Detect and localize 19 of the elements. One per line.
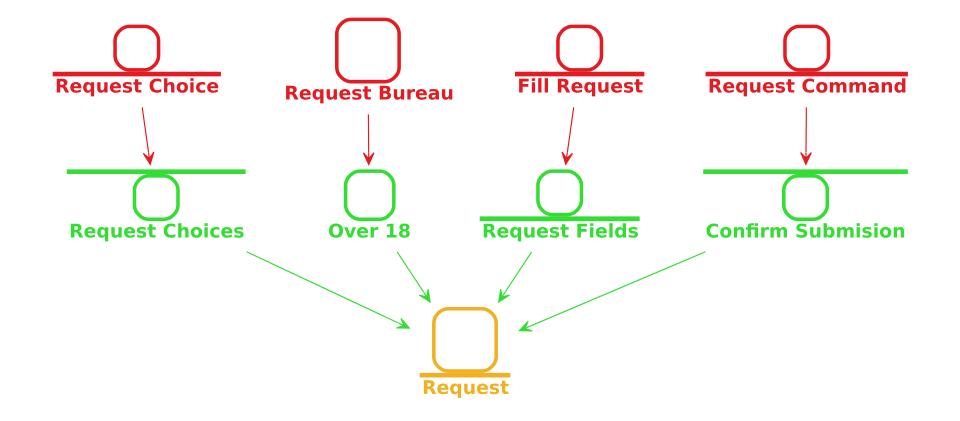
node-box [344,169,396,222]
node-label: Request [422,378,510,399]
node-label: Request Bureau [284,84,454,105]
node-label: Confirm Submision [706,221,906,242]
node-label: Fill Request [517,76,644,98]
arrow [562,107,574,165]
arrow [498,252,532,303]
node-box [335,18,401,84]
node-label: Over 18 [328,221,411,242]
node-label: Request Command [708,76,908,98]
node-label: Request Choices [69,221,244,242]
arrow [518,251,706,332]
node-label: Request Choice [55,76,220,98]
arrow [246,251,410,329]
arrow [142,107,154,165]
node-label: Request Fields [482,221,639,242]
arrow [362,114,375,166]
arrow [800,107,812,165]
arrow [396,252,431,303]
